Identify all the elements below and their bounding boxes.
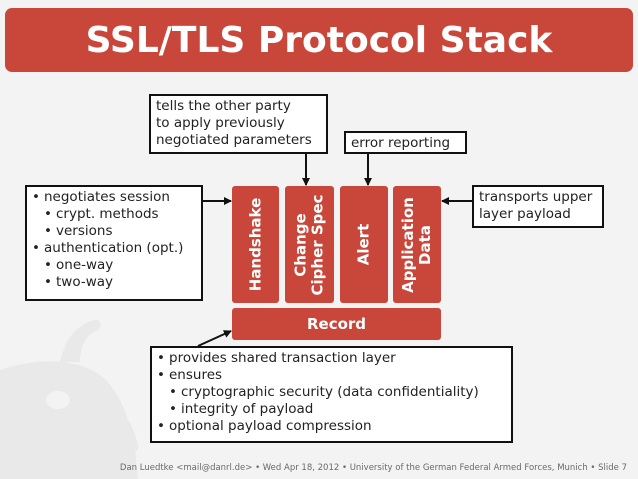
title-bar: SSL/TLS Protocol Stack [5,8,633,72]
slide-footer: Dan Luedtke <mail@danrl.de> • Wed Apr 18… [119,463,627,473]
layer-ccs-label-line2: Cipher Spec [308,194,327,295]
list-item: cryptographic security (data confidentia… [157,384,506,401]
layer-alert-label: Alert [354,223,373,266]
list-item: optional payload compression [157,418,506,435]
layer-handshake-label: Handshake [246,197,265,292]
mascot-watermark-icon [0,319,139,479]
arrow-to-record [197,330,232,347]
note-alert: error reporting [344,131,467,154]
note-line: transports upper [479,189,593,205]
list-item: versions [32,223,196,240]
list-item: integrity of payload [157,401,506,418]
note-line: layer payload [479,206,571,222]
layer-change-cipher-spec: Change Cipher Spec [285,186,334,303]
note-record: provides shared transaction layer ensure… [150,346,513,443]
note-application-data: transports upper layer payload [472,185,604,228]
layer-appdata-label-line2: Data [416,224,434,265]
note-change-cipher-spec: tells the other party to apply previousl… [149,94,328,154]
slide-title: SSL/TLS Protocol Stack [85,19,553,61]
list-item: one-way [32,257,196,274]
layer-record: Record [232,308,441,340]
list-item: authentication (opt.) [32,240,196,257]
list-item: crypt. methods [32,206,196,223]
note-line: tells the other party [156,98,291,114]
layer-record-label: Record [306,314,367,333]
layer-appdata-label-line1: Application [399,196,417,293]
note-handshake: negotiates session crypt. methods versio… [25,185,203,301]
list-item: provides shared transaction layer [157,350,506,367]
layer-alert: Alert [340,186,388,303]
list-item: negotiates session [32,189,196,206]
layer-ccs-label-line1: Change [291,212,310,277]
layer-handshake: Handshake [232,186,279,303]
note-line: to apply previously [156,115,285,131]
list-item: two-way [32,274,196,291]
list-item: ensures [157,367,506,384]
layer-application-data: Application Data [393,186,441,303]
note-line: negotiated parameters [156,132,312,148]
note-line: error reporting [351,135,451,151]
